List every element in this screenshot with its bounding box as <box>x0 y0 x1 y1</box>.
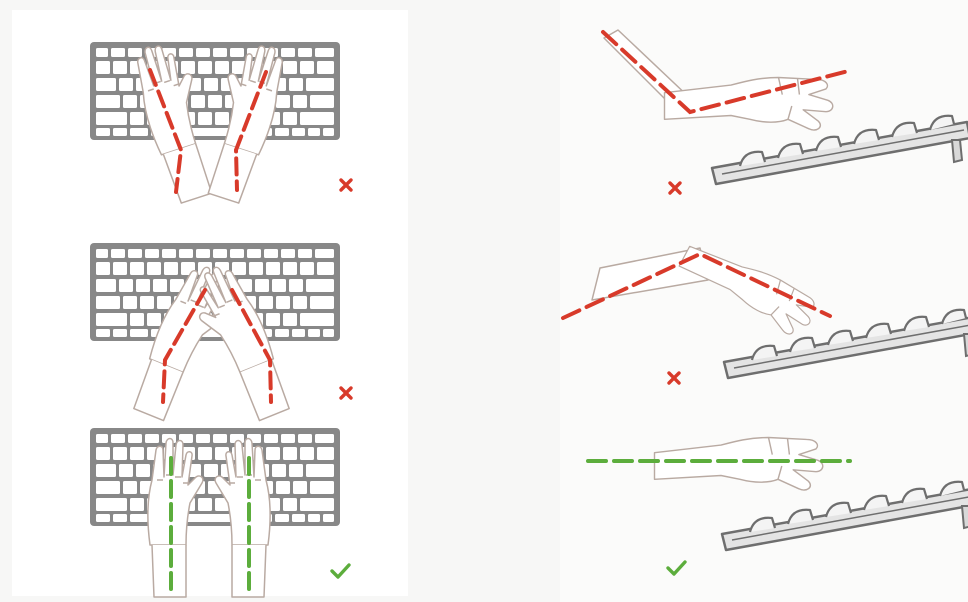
keyboard-top-view <box>90 42 340 140</box>
keyboard-top-view <box>90 428 340 526</box>
